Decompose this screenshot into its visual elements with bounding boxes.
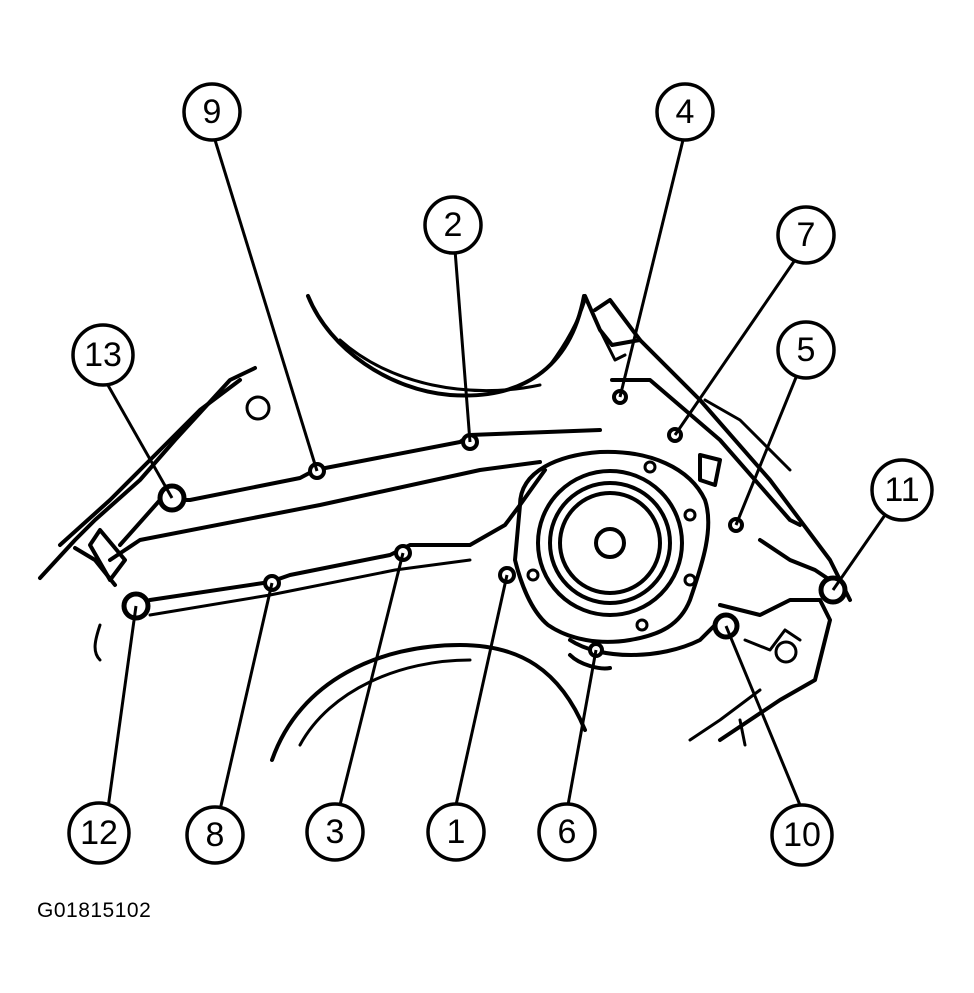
cover-right-tail-tick — [738, 718, 747, 747]
callout-8: 8 — [185, 805, 245, 865]
leader-11 — [831, 514, 887, 591]
pump-flange-hole — [635, 618, 649, 632]
cover-lower-rail-inner — [148, 558, 472, 617]
cover-right-bottom-edge — [718, 598, 832, 742]
cover-left-outer-edge — [38, 366, 257, 580]
cover-right-top-slot — [598, 328, 627, 362]
leader-5 — [734, 374, 799, 526]
callout-1-label: 1 — [447, 813, 466, 851]
water-pump-housing — [513, 449, 711, 644]
pump-pulley-outer — [536, 469, 684, 617]
pump-flange-hole — [643, 460, 657, 474]
callouts: 1 2 3 4 5 6 7 8 — [67, 82, 934, 867]
leader-10 — [724, 625, 802, 806]
leader-3 — [338, 552, 405, 806]
upper-pulley-arc — [306, 294, 586, 398]
leader-13 — [103, 379, 174, 499]
callout-3: 3 — [305, 802, 365, 862]
pump-flange-hole — [683, 573, 697, 587]
callout-12-label: 12 — [80, 814, 118, 852]
callout-11: 11 — [870, 458, 934, 522]
callout-4: 4 — [655, 82, 715, 142]
callout-1: 1 — [426, 802, 486, 862]
cover-upper-rail-inner — [108, 460, 542, 562]
cover-right-locator-hole — [774, 640, 798, 664]
leader-lines — [103, 139, 887, 811]
cover-left-clip — [93, 623, 102, 662]
leader-8 — [218, 582, 274, 811]
leader-1 — [454, 574, 509, 806]
pump-flange-hole — [683, 508, 697, 522]
cover-lower-rail — [133, 468, 547, 607]
callout-10: 10 — [770, 803, 834, 867]
leader-9 — [213, 139, 319, 472]
pump-pulley-inner — [558, 491, 662, 595]
pump-flange-hole — [526, 568, 540, 582]
water-pump-lower-flange — [568, 618, 722, 657]
upper-pulley-edge — [548, 298, 587, 367]
cover-locator-hole — [245, 395, 271, 421]
callout-3-label: 3 — [326, 813, 345, 851]
cover-right-lower-edge — [758, 538, 832, 582]
leader-7 — [673, 259, 797, 436]
cover-left-flange — [73, 546, 117, 587]
pump-pulley-rim — [548, 481, 672, 605]
callout-11-label: 11 — [884, 471, 919, 509]
callout-13: 13 — [71, 323, 135, 387]
callout-5: 5 — [776, 320, 836, 380]
callout-13-label: 13 — [84, 336, 122, 374]
cover-right-top-tab — [593, 298, 642, 342]
callout-6-label: 6 — [558, 813, 577, 851]
engine-cover-drawing — [38, 294, 852, 762]
callout-10-label: 10 — [783, 816, 821, 854]
leader-6 — [566, 649, 598, 806]
upper-pulley-inner-arc — [338, 338, 542, 393]
callout-6: 6 — [537, 802, 597, 862]
leader-12 — [106, 605, 138, 809]
callout-12: 12 — [67, 801, 131, 865]
callout-2: 2 — [423, 195, 483, 255]
callout-9: 9 — [182, 82, 242, 142]
callout-8-label: 8 — [206, 816, 225, 854]
cover-right-ridge — [703, 398, 792, 472]
callout-4-label: 4 — [676, 93, 695, 131]
figure-code: G01815102 — [37, 899, 152, 922]
lower-pulley-inner-arc — [298, 658, 472, 747]
pump-pulley-hub — [594, 527, 626, 559]
cover-right-bracket — [743, 628, 802, 652]
cover-upper-rail — [118, 428, 602, 547]
leader-2 — [453, 249, 472, 443]
lower-pulley-arc — [270, 643, 587, 762]
leader-4 — [618, 139, 685, 398]
cover-right-tail — [688, 688, 762, 742]
cover-right-inner-edge — [610, 378, 802, 527]
water-pump-outlet — [568, 653, 612, 671]
callout-2-label: 2 — [444, 206, 463, 244]
callout-5-label: 5 — [797, 331, 816, 369]
callout-7-label: 7 — [797, 216, 816, 254]
cover-left-inner-edge — [58, 378, 242, 547]
cover-right-tab — [698, 453, 722, 487]
callout-9-label: 9 — [203, 93, 222, 131]
callout-7: 7 — [776, 205, 836, 265]
